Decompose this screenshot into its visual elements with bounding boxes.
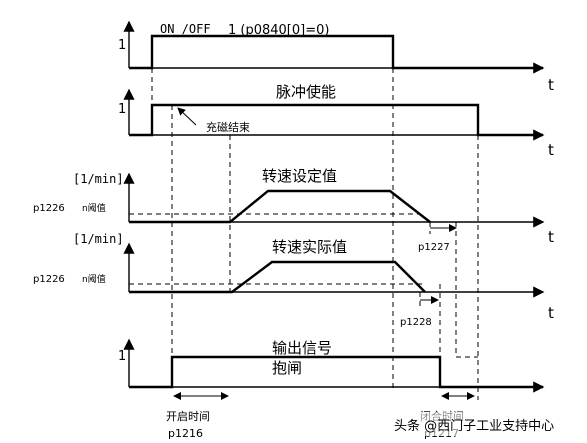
level-one-label: 1 [118,349,126,364]
guide-lines [151,68,479,400]
threshold-label: n阈值 [82,202,106,214]
brake-label: 抱闸 [272,359,302,377]
output-signal-label: 输出信号 [272,339,332,357]
brake-signal [129,355,543,389]
time-axis-label: t [548,228,554,246]
level-one-label: 1 [118,38,126,53]
open-time-label: 开启时间 [166,410,210,423]
row-speed-setpoint: [1/min] 转速设定值 p1226 n阈值 t p1227 [33,167,554,253]
row-on-off: 1 ON /OFF 1 (p0840[0]=0) t [118,20,554,94]
setpoint-ramp [129,189,431,224]
p1226-label: p1226 [33,203,65,214]
p1216-label: p1216 [168,427,203,440]
time-axis-label: t [548,141,554,159]
row-pulse-enable: 1 脉冲使能 充磁结束 t [118,83,554,159]
watermark: 头条 @西门子工业支持中心 [394,418,554,434]
watermark-bg [392,412,584,436]
speed-actual-label: 转速实际值 [272,238,347,256]
magnetization-arrow [177,107,197,126]
unit-label: [1/min] [73,232,124,246]
pulse-signal [129,103,543,137]
speed-setpoint-label: 转速设定值 [262,167,337,185]
level-one-label: 1 [118,102,126,117]
on-off-label: ON /OFF [160,22,211,36]
actual-speed-curve [129,260,426,294]
p1226-label: p1226 [33,274,65,285]
row-speed-actual: [1/min] 转速实际值 p1226 n阈值 t p1228 [33,232,554,328]
p1228-label: p1228 [400,317,432,328]
p1227-label: p1227 [418,242,450,253]
time-axis-label: t [548,76,554,94]
pulse-enable-label: 脉冲使能 [276,83,336,101]
on-off-param: 1 (p0840[0]=0) [228,23,329,38]
time-axis-label: t [548,304,554,322]
threshold-label: n阈值 [82,273,106,285]
on-off-signal [129,34,543,70]
magnetization-label: 充磁结束 [206,120,250,134]
unit-label: [1/min] [73,172,124,186]
